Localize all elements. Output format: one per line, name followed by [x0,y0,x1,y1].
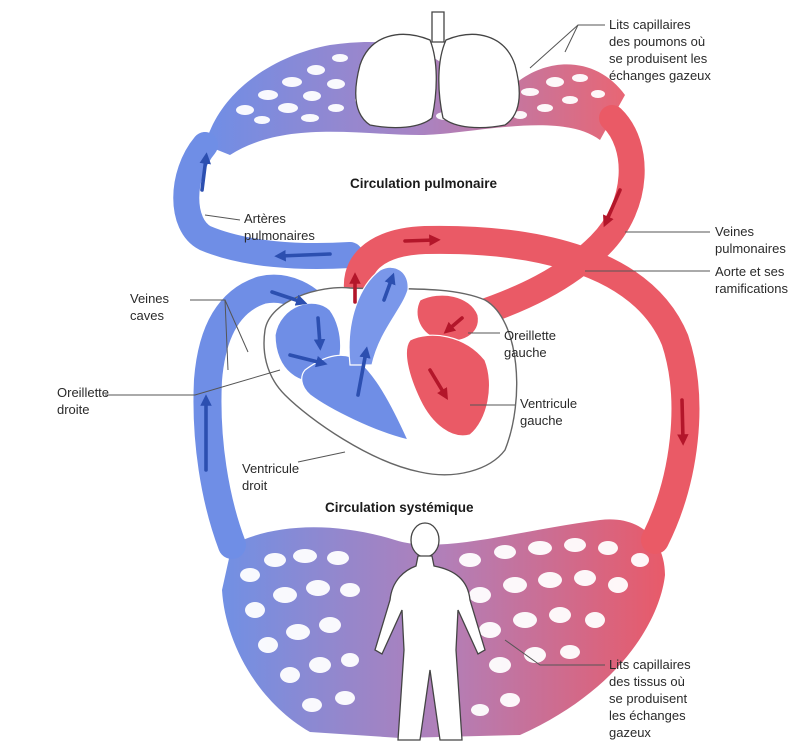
label-pulmonary-veins: Veines pulmonaires [715,223,786,257]
right-lung [439,34,519,127]
heart [264,267,517,475]
label-aorta: Aorte et ses ramifications [715,263,788,297]
label-pulmonary-arteries: Artères pulmonaires [244,210,315,244]
title-systemic-circulation: Circulation systémique [325,500,474,515]
label-venae-cavae: Veines caves [130,290,169,324]
arrow-aorta-down [682,400,683,440]
arrow-aorta-top [405,240,435,241]
label-left-atrium: Oreillette gauche [504,327,556,361]
title-pulmonary-circulation: Circulation pulmonaire [350,176,497,191]
label-tissue-capillaries: Lits capillaires des tissus où se produi… [609,656,691,741]
label-lung-capillaries: Lits capillaires des poumons où se produ… [609,16,711,84]
label-left-ventricle: Ventricule gauche [520,395,577,429]
label-right-atrium: Oreillette droite [57,384,109,418]
label-right-ventricle: Ventricule droit [242,460,299,494]
arrow-pulmonary-artery-left [280,254,330,256]
arrow-right-atrium-down [318,318,320,345]
trachea [432,12,444,42]
